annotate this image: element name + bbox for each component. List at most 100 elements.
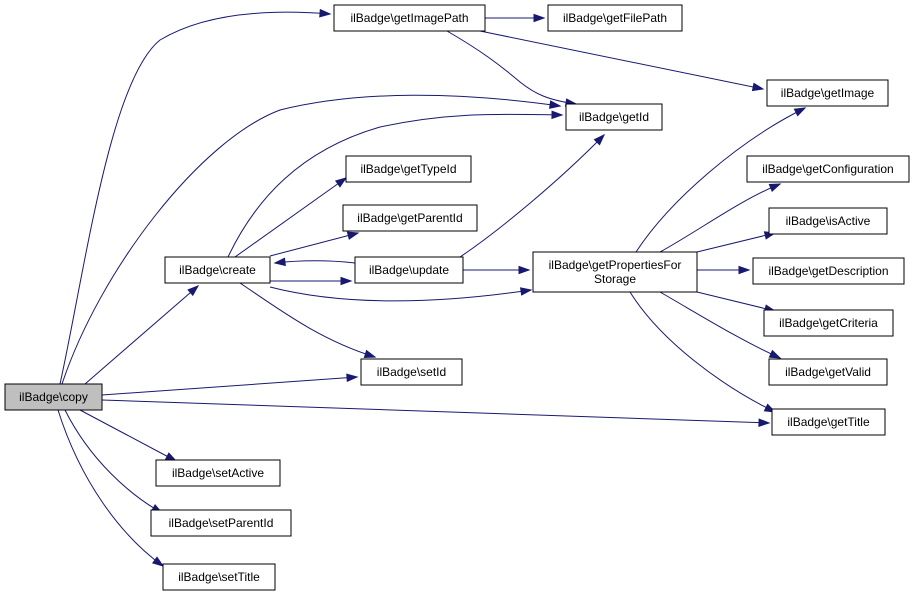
arrowhead [768, 349, 782, 359]
node-label: ilBadge\isActive [786, 214, 871, 228]
node-box [565, 103, 663, 131]
node-box [768, 207, 888, 235]
edge-getImagePath-to-getImage [479, 30, 765, 92]
arrowhead [334, 177, 348, 188]
node-label: ilBadge\getFilePath [563, 11, 667, 25]
edge-getPropertiesForStorage-to-getImage [635, 107, 807, 253]
edge-line [239, 282, 376, 358]
edge-line [696, 232, 776, 253]
edge-getPropertiesForStorage-to-getDescription [697, 265, 751, 275]
node-box [547, 4, 683, 32]
arrowhead [319, 8, 332, 18]
node-label: ilBadge\getParentId [357, 211, 462, 225]
arrowhead [793, 107, 807, 117]
node-box [155, 459, 281, 487]
edge-create-to-setId [239, 282, 377, 358]
node-getParentId[interactable]: ilBadge\getParentId [342, 204, 478, 232]
edge-line [269, 232, 359, 257]
node-label: ilBadge\getDescription [768, 264, 888, 278]
edge-create-to-getTypeId [234, 177, 348, 258]
edge-copy-to-getTitle [101, 399, 771, 427]
node-getImage[interactable]: ilBadge\getImage [766, 79, 889, 107]
node-box [342, 204, 478, 232]
edge-getPropertiesForStorage-to-isActive [696, 231, 777, 253]
arrowhead [346, 231, 360, 240]
edge-line [64, 409, 163, 514]
node-setTitle[interactable]: ilBadge\setTitle [162, 563, 276, 591]
edge-copy-to-create [84, 285, 200, 385]
node-label: ilBadge\update [369, 263, 449, 277]
edge-getImagePath-to-getId [446, 30, 578, 107]
edge-copy-to-getId [61, 94, 562, 385]
arrowhead [738, 265, 751, 275]
edge-line [459, 134, 605, 258]
arrowhead [519, 287, 533, 296]
edge-line [274, 260, 356, 264]
edge-line [234, 177, 347, 258]
node-box [4, 383, 103, 411]
node-getCriteria[interactable]: ilBadge\getCriteria [763, 309, 894, 337]
arrowhead [151, 556, 165, 567]
edge-copy-to-setId [101, 373, 359, 396]
arrowhead [549, 100, 562, 109]
arrowhead [187, 285, 200, 297]
node-isActive[interactable]: ilBadge\isActive [768, 207, 888, 235]
edge-line [227, 113, 563, 258]
node-label: ilBadge\create [179, 263, 256, 277]
arrowhead [340, 276, 353, 286]
node-label: ilBadge\getCriteria [779, 316, 878, 330]
edge-line [59, 11, 331, 385]
node-label: ilBadge\getValid [785, 365, 871, 379]
node-getTitle[interactable]: ilBadge\getTitle [771, 408, 886, 436]
node-box [333, 4, 486, 32]
node-getImagePath[interactable]: ilBadge\getImagePath [333, 4, 486, 32]
node-label: ilBadge\getConfiguration [762, 162, 893, 176]
node-label: ilBadge\copy [19, 390, 88, 404]
node-setActive[interactable]: ilBadge\setActive [155, 459, 281, 487]
edge-line [629, 291, 776, 413]
node-update[interactable]: ilBadge\update [354, 256, 464, 284]
nodes-layer: ilBadge\copy ilBadge\getImagePath ilBadge\… [4, 4, 910, 591]
node-label: ilBadge\getTypeId [360, 162, 456, 176]
node-getValid[interactable]: ilBadge\getValid [768, 358, 888, 386]
node-box [345, 155, 472, 183]
node-box [752, 257, 905, 285]
edge-line [479, 30, 764, 90]
node-create[interactable]: ilBadge\create [164, 256, 271, 284]
node-box [763, 309, 894, 337]
edge-copy-to-setTitle [57, 409, 165, 567]
node-label: ilBadge\setTitle [178, 570, 260, 584]
edge-copy-to-setActive [79, 409, 178, 462]
arrowhead [273, 257, 286, 267]
edge-getPropertiesForStorage-to-getConfiguration [659, 183, 782, 253]
arrowhead [758, 418, 771, 427]
edge-getImagePath-to-getFilePath [485, 13, 546, 23]
node-box [150, 509, 292, 537]
node-getConfiguration[interactable]: ilBadge\getConfiguration [746, 155, 910, 183]
edge-create-to-getId [227, 110, 564, 258]
node-label: Storage [594, 272, 636, 286]
node-box [766, 79, 889, 107]
node-label: ilBadge\getImagePath [350, 11, 468, 25]
edge-line [79, 409, 177, 462]
node-label: ilBadge\getImage [781, 86, 875, 100]
node-setParentId[interactable]: ilBadge\setParentId [150, 509, 292, 537]
edge-line [84, 285, 199, 385]
arrowhead [551, 110, 564, 120]
node-getTypeId[interactable]: ilBadge\getTypeId [345, 155, 472, 183]
node-copy[interactable]: ilBadge\copy [4, 383, 103, 411]
edge-line [446, 30, 577, 105]
node-getFilePath[interactable]: ilBadge\getFilePath [547, 4, 683, 32]
node-getDescription[interactable]: ilBadge\getDescription [752, 257, 905, 285]
edge-line [659, 291, 781, 359]
node-box [354, 256, 464, 284]
node-getId[interactable]: ilBadge\getId [565, 103, 663, 131]
arrowhead [363, 349, 377, 358]
node-setId[interactable]: ilBadge\setId [360, 358, 463, 386]
edge-line [101, 399, 770, 424]
node-box [771, 408, 886, 436]
node-label: ilBadge\getPropertiesFor [549, 258, 682, 272]
edge-getPropertiesForStorage-to-getValid [659, 291, 782, 359]
node-box [746, 155, 910, 183]
